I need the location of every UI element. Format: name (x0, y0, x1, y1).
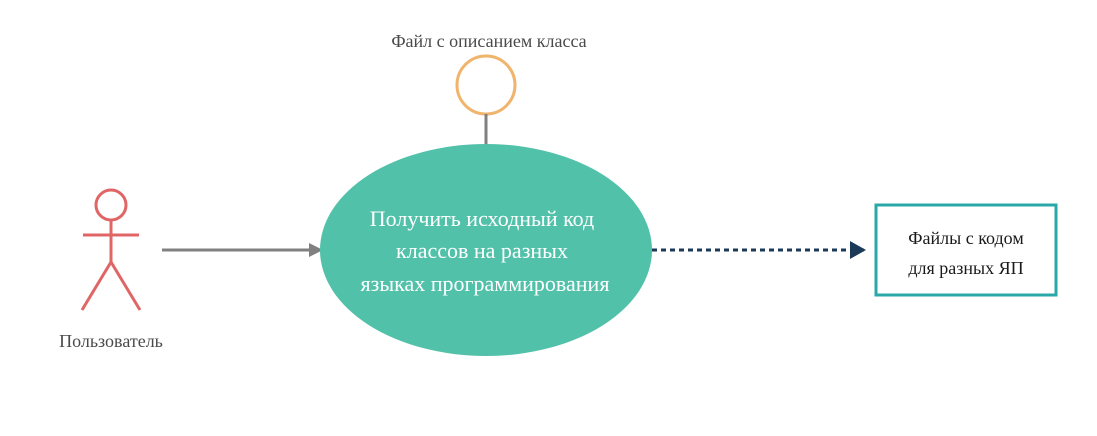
artifact-box (874, 203, 1058, 297)
use-case-line-1: Получить исходный код (370, 206, 595, 231)
actor-left-leg (80, 261, 113, 311)
interface-circle (455, 54, 517, 116)
artifact-line-1: Файлы с кодом (908, 228, 1023, 248)
use-case-ellipse (320, 144, 652, 356)
actor-head (94, 188, 128, 222)
actor-right-leg (109, 261, 142, 311)
actor-label: Пользователь (59, 331, 163, 351)
use-case-line-3: языках программирования (361, 271, 610, 296)
actor-figure (80, 188, 142, 311)
use-case-line-2: классов на разных (396, 238, 568, 263)
artifact-line-2: для разных ЯП (908, 258, 1023, 278)
interface-label: Файл с описанием класса (391, 31, 586, 51)
